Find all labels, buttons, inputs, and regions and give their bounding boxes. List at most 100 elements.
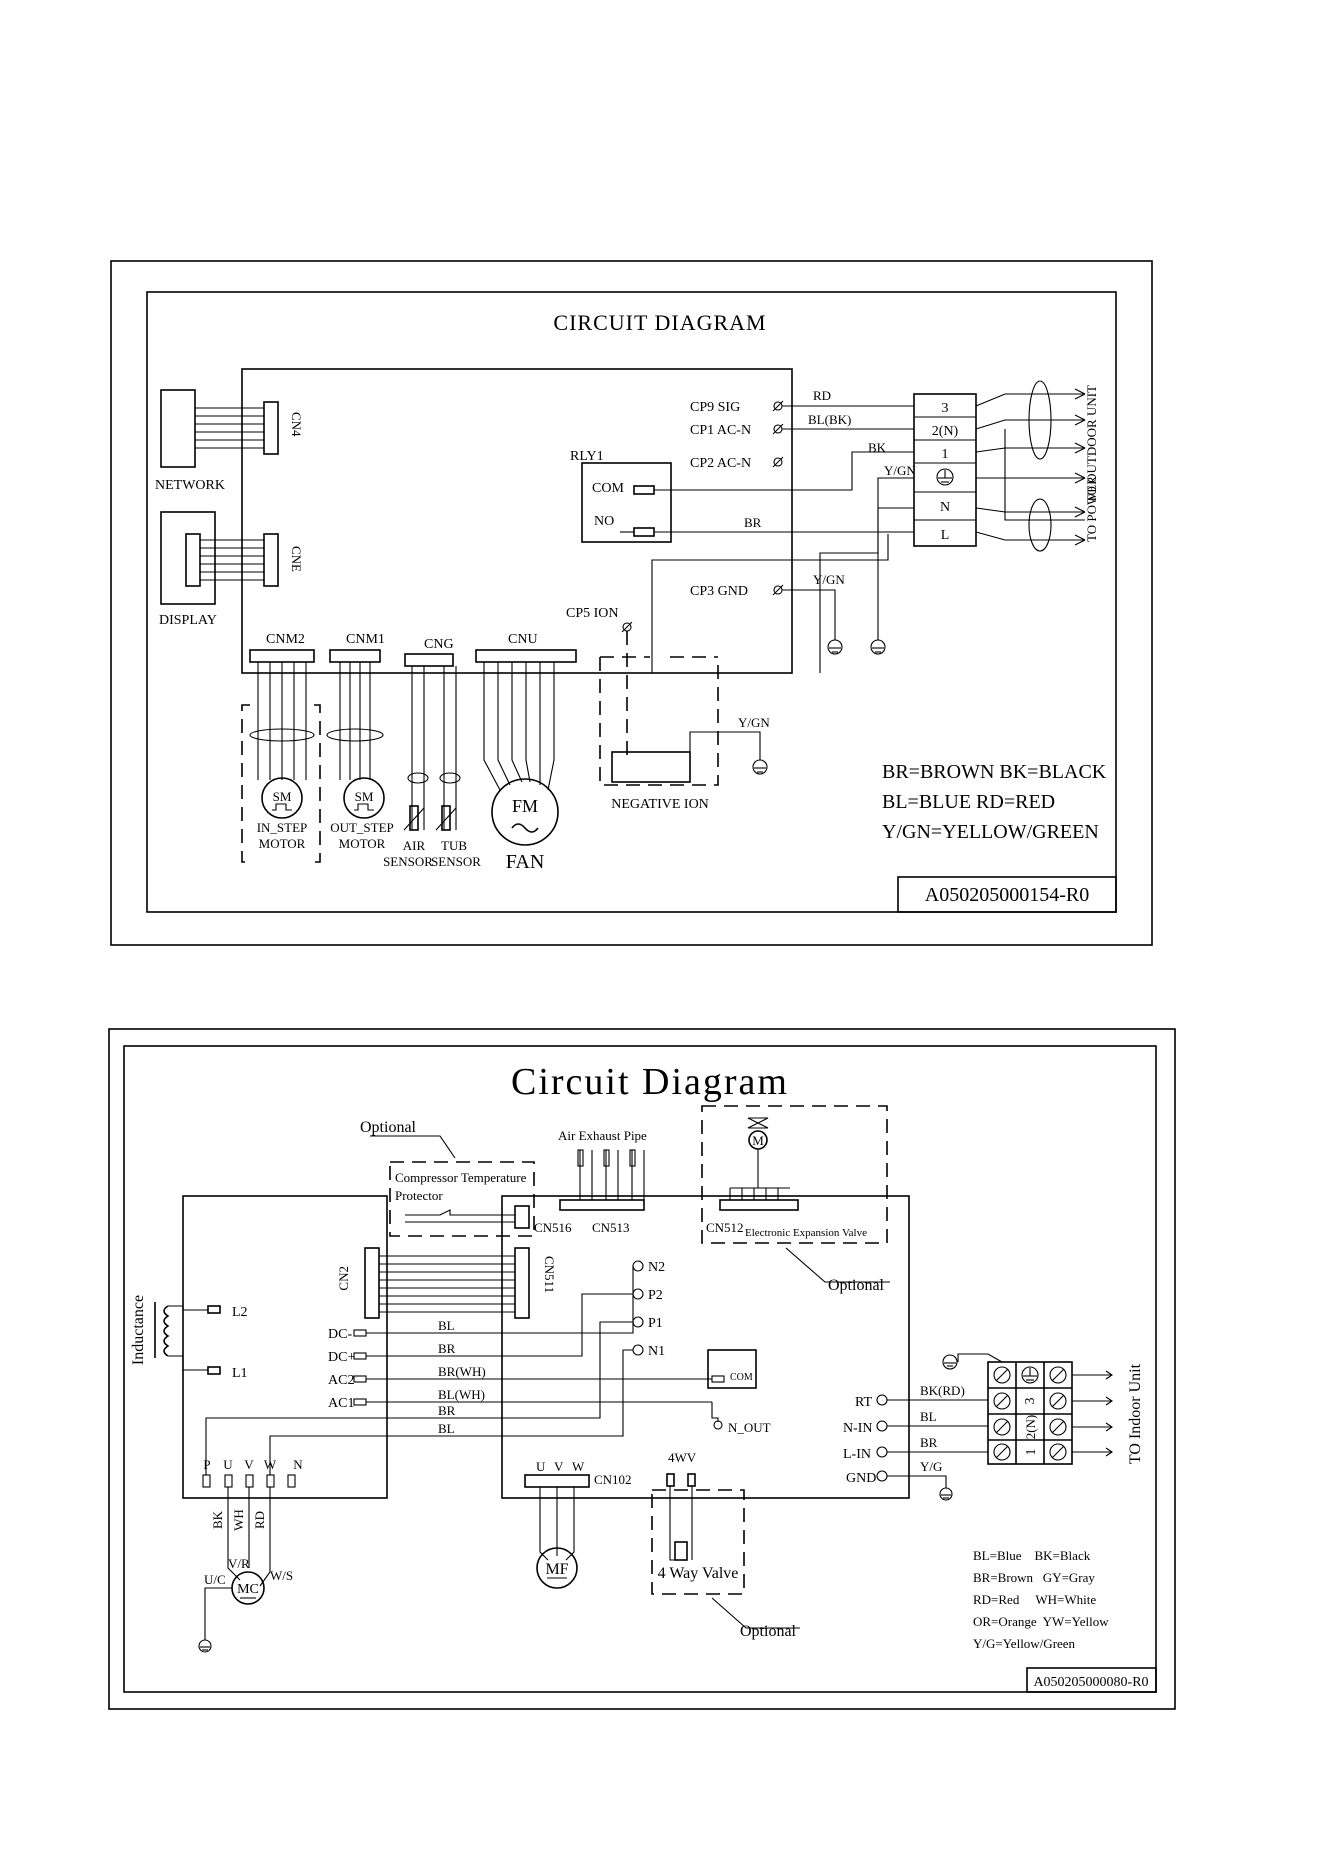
in-step-motor-label: MOTOR bbox=[259, 836, 306, 851]
air-label: AIR bbox=[403, 838, 426, 853]
4wv-label: 4WV bbox=[668, 1450, 697, 1465]
wire-ygn-label-2: Y/GN bbox=[813, 572, 845, 587]
terminal-screws bbox=[993, 1366, 1067, 1461]
relay-no-label: NO bbox=[594, 514, 614, 529]
outdoor-fan-wires bbox=[539, 1487, 575, 1561]
ground-icon-cp3 bbox=[827, 639, 843, 655]
relay-rly1 bbox=[581, 462, 672, 543]
wire-rd: RD bbox=[252, 1511, 267, 1529]
cn2-cn511-ribbon-wires bbox=[379, 1255, 515, 1313]
display-module bbox=[160, 511, 216, 605]
fan-label: FAN bbox=[506, 851, 545, 873]
dc-minus-label: DC- bbox=[328, 1327, 352, 1342]
wire-bl-3: BL bbox=[920, 1409, 937, 1424]
to-power-label: TO POWER bbox=[1084, 476, 1099, 542]
terminal-l: L bbox=[941, 528, 950, 543]
cn102-u: U bbox=[536, 1459, 546, 1474]
cn513-label: CN513 bbox=[592, 1220, 630, 1235]
terminal-v: V bbox=[244, 1457, 254, 1472]
terminal-1: 1 bbox=[942, 447, 949, 462]
cn102-v: V bbox=[554, 1459, 564, 1474]
main-control-board bbox=[241, 368, 793, 674]
display-connector bbox=[185, 533, 201, 587]
terminal-ground-icon bbox=[936, 468, 954, 486]
drawing-number-2: A050205000080-R0 bbox=[1033, 1675, 1148, 1690]
ac-wave-icon bbox=[511, 823, 539, 833]
cn516-connector bbox=[514, 1205, 530, 1229]
sm-label-1: SM bbox=[273, 789, 292, 804]
terminal-3: 3 bbox=[942, 401, 949, 416]
ac1-label: AC1 bbox=[328, 1396, 354, 1411]
wire-ygn-label-3: Y/GN bbox=[738, 715, 770, 730]
step-pulse-icon-2 bbox=[354, 803, 374, 811]
out-step-motor bbox=[343, 777, 385, 819]
terminal-u: U bbox=[223, 1457, 233, 1472]
wire-rd-label: RD bbox=[813, 388, 831, 403]
legend-2-line-5: Y/G=Yellow/Green bbox=[973, 1636, 1076, 1651]
air-exhaust-label: Air Exhaust Pipe bbox=[558, 1128, 647, 1143]
compressor-wires bbox=[227, 1487, 271, 1587]
protector-switch bbox=[405, 1209, 515, 1216]
wire-br-2: BR bbox=[438, 1403, 456, 1418]
n-in-label: N-IN bbox=[843, 1421, 873, 1436]
ground-icon-compressor bbox=[198, 1639, 212, 1653]
l1-terminal bbox=[207, 1366, 221, 1375]
4wv-coil-lead-1 bbox=[669, 1486, 684, 1561]
ground-icon-terminal-2 bbox=[942, 1354, 958, 1370]
rt-label: RT bbox=[855, 1395, 872, 1410]
wire-bk: BK bbox=[210, 1510, 225, 1529]
optional-label-1: Optional bbox=[360, 1119, 417, 1136]
vr-label: V/R bbox=[228, 1556, 250, 1571]
wire-wh: WH bbox=[231, 1509, 246, 1531]
cn512-label: CN512 bbox=[706, 1220, 744, 1235]
indoor-interface-terminals bbox=[876, 1394, 888, 1482]
fm-label: FM bbox=[512, 796, 538, 816]
air-sensor-slash bbox=[403, 807, 425, 831]
negative-ion-ground-wire bbox=[689, 731, 761, 760]
cn102-w: W bbox=[572, 1459, 585, 1474]
cne-label: CNE bbox=[289, 546, 304, 572]
wire-bl-1: BL bbox=[438, 1318, 455, 1333]
l2-label: L2 bbox=[232, 1305, 248, 1320]
rly1-label: RLY1 bbox=[570, 449, 604, 464]
mf-label: MF bbox=[545, 1561, 568, 1578]
4wv-terminal-1 bbox=[666, 1473, 675, 1487]
wire-br-3: BR bbox=[920, 1435, 938, 1450]
ground-icon-negative-ion bbox=[752, 759, 768, 775]
negative-ion-module bbox=[611, 751, 691, 783]
cnm1-label: CNM1 bbox=[346, 632, 385, 647]
cn2-connector bbox=[364, 1247, 380, 1319]
indoor-unit-out-wires bbox=[1072, 1370, 1113, 1457]
eev-optional-box bbox=[701, 1105, 888, 1244]
wire-bl-bk-label: BL(BK) bbox=[808, 412, 851, 427]
wire-bl-2: BL bbox=[438, 1421, 455, 1436]
legend-1-line-1: BR=BROWN BK=BLACK bbox=[882, 761, 1107, 783]
n1-label: N1 bbox=[648, 1344, 665, 1359]
display-cne-wires bbox=[200, 539, 264, 581]
compressor-protector-optional-box bbox=[389, 1161, 535, 1237]
network-cn4-wires bbox=[195, 407, 264, 449]
in-step-motor-optional-box bbox=[241, 704, 321, 863]
air-exhaust-sensor-wires bbox=[577, 1149, 645, 1200]
in-step-motor bbox=[261, 777, 303, 819]
drawing-number-box-2 bbox=[1026, 1667, 1157, 1693]
drawing-number-box-1 bbox=[897, 876, 1117, 913]
negative-ion-label: NEGATIVE ION bbox=[611, 797, 709, 812]
legend-2-line-3: RD=Red WH=White bbox=[973, 1592, 1096, 1607]
out-step-motor-label: MOTOR bbox=[339, 836, 386, 851]
cn511-label: CN511 bbox=[542, 1256, 557, 1293]
eev-motor-label: M bbox=[752, 1133, 764, 1148]
cp3-label: CP3 GND bbox=[690, 584, 748, 599]
sensor-wires bbox=[407, 666, 461, 830]
compressor-terminals bbox=[202, 1474, 296, 1488]
wire-br-label: BR bbox=[744, 515, 762, 530]
inductance-label: Inductance bbox=[130, 1295, 147, 1365]
relay-com-label: COM bbox=[592, 481, 624, 496]
power-terminals bbox=[353, 1329, 367, 1406]
optional-pointer-3 bbox=[711, 1597, 800, 1629]
wire-br-wh: BR(WH) bbox=[438, 1364, 486, 1379]
outdoor-main-board bbox=[501, 1195, 910, 1499]
diagram-2-title: Circuit Diagram bbox=[511, 1061, 789, 1103]
legend-2-line-2: BR=Brown GY=Gray bbox=[973, 1570, 1095, 1585]
n-out-label: N_OUT bbox=[728, 1420, 771, 1435]
